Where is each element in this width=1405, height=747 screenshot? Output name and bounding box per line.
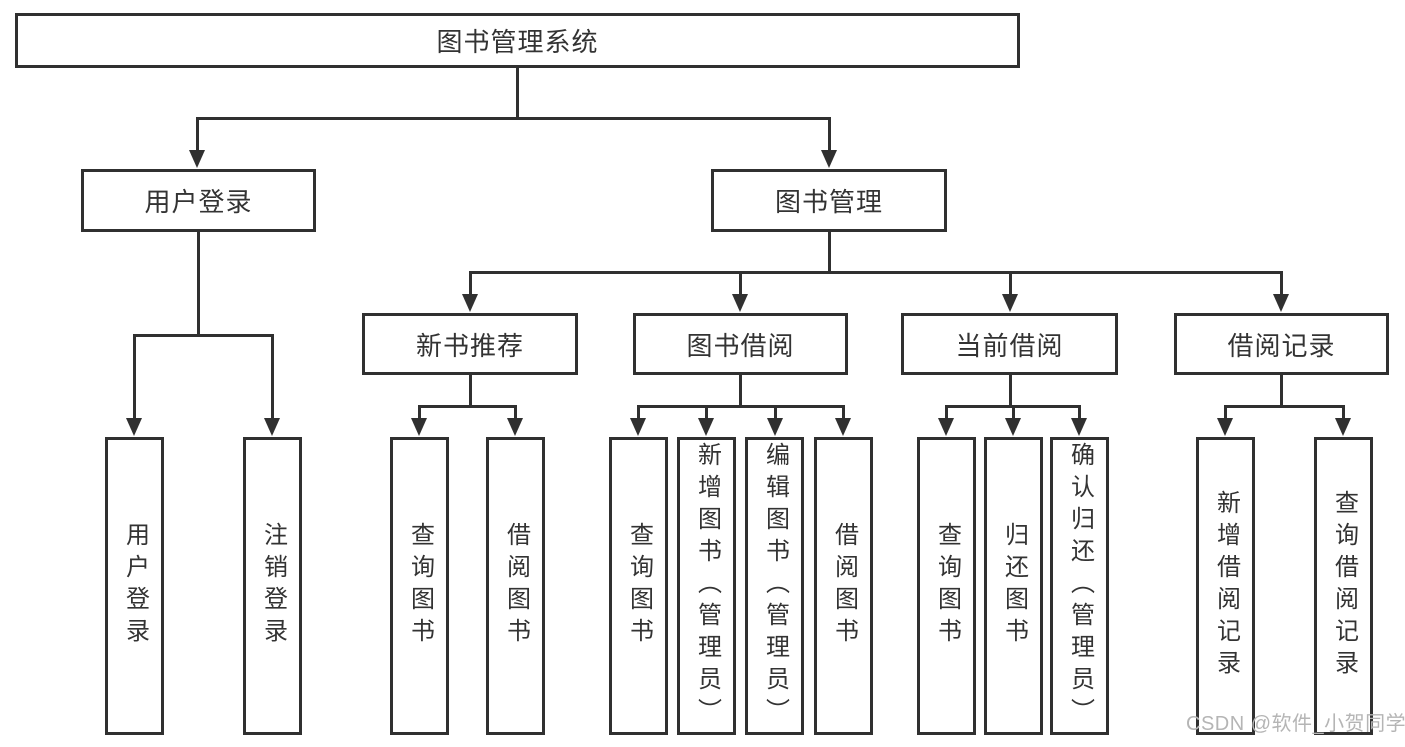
leaf-add-book-admin: 新增图书（管理员） xyxy=(677,437,736,735)
leaf-user-login: 用户登录 xyxy=(105,437,164,735)
connector-line-vertical xyxy=(1078,406,1081,424)
connector-line-vertical xyxy=(828,118,831,156)
connector-line-vertical xyxy=(705,406,708,424)
connector-line-vertical xyxy=(774,406,777,424)
node-user-login: 用户登录 xyxy=(81,169,316,232)
connector-line-vertical xyxy=(516,68,519,119)
leaf-query-books-3: 查询图书 xyxy=(917,437,976,735)
arrowhead-down-icon xyxy=(732,294,748,312)
leaf-add-borrow-record: 新增借阅记录 xyxy=(1196,437,1255,735)
connector-line-horizontal xyxy=(418,405,517,408)
arrowhead-down-icon xyxy=(698,418,714,436)
leaf-borrow-books-2-label: 借阅图书 xyxy=(830,522,858,650)
node-user-login-label: 用户登录 xyxy=(144,187,253,217)
connector-line-vertical xyxy=(197,232,200,337)
node-new-book-recommend: 新书推荐 xyxy=(362,313,578,375)
arrowhead-down-icon xyxy=(1005,418,1021,436)
leaf-add-borrow-record-label: 新增借阅记录 xyxy=(1212,490,1240,682)
arrowhead-down-icon xyxy=(767,418,783,436)
arrowhead-down-icon xyxy=(189,150,205,168)
connector-line-vertical xyxy=(1342,406,1345,424)
leaf-edit-book-admin: 编辑图书（管理员） xyxy=(745,437,804,735)
connector-line-vertical xyxy=(1009,272,1012,300)
leaf-logout-label: 注销登录 xyxy=(259,522,287,650)
leaf-edit-book-admin-label: 编辑图书（管理员） xyxy=(761,442,789,730)
node-current-borrow-label: 当前借阅 xyxy=(955,330,1064,361)
connector-line-vertical xyxy=(1280,375,1283,407)
node-borrow-record-label: 借阅记录 xyxy=(1227,330,1336,361)
node-book-management: 图书管理 xyxy=(711,169,947,232)
node-current-borrow: 当前借阅 xyxy=(901,313,1118,375)
leaf-return-books: 归还图书 xyxy=(984,437,1043,735)
node-book-borrow: 图书借阅 xyxy=(633,313,848,375)
leaf-confirm-return-admin-label: 确认归还（管理员） xyxy=(1066,442,1094,730)
leaf-return-books-label: 归还图书 xyxy=(1000,522,1028,650)
arrowhead-down-icon xyxy=(938,418,954,436)
leaf-query-books-2: 查询图书 xyxy=(609,437,668,735)
connector-line-horizontal xyxy=(196,117,831,120)
connector-line-vertical xyxy=(1224,406,1227,424)
arrowhead-down-icon xyxy=(462,294,478,312)
connector-line-horizontal xyxy=(133,334,274,337)
connector-line-vertical xyxy=(1009,375,1012,407)
connector-line-vertical xyxy=(271,335,274,424)
arrowhead-down-icon xyxy=(1071,418,1087,436)
node-root: 图书管理系统 xyxy=(15,13,1020,68)
leaf-borrow-books-2: 借阅图书 xyxy=(814,437,873,735)
leaf-user-login-label: 用户登录 xyxy=(121,522,149,650)
leaf-confirm-return-admin: 确认归还（管理员） xyxy=(1050,437,1109,735)
node-book-borrow-label: 图书借阅 xyxy=(686,330,795,361)
arrowhead-down-icon xyxy=(1002,294,1018,312)
connector-line-vertical xyxy=(1012,406,1015,424)
connector-line-horizontal xyxy=(469,271,1283,274)
connector-line-vertical xyxy=(637,406,640,424)
leaf-borrow-books-1-label: 借阅图书 xyxy=(502,522,530,650)
connector-line-vertical xyxy=(1280,272,1283,300)
connector-line-horizontal xyxy=(637,405,845,408)
arrowhead-down-icon xyxy=(1335,418,1351,436)
node-book-management-label: 图书管理 xyxy=(774,187,883,217)
leaf-borrow-books-1: 借阅图书 xyxy=(486,437,545,735)
leaf-logout: 注销登录 xyxy=(243,437,302,735)
arrowhead-down-icon xyxy=(264,418,280,436)
arrowhead-down-icon xyxy=(1217,418,1233,436)
watermark: CSDN @软件_小贺同学 xyxy=(1186,713,1405,735)
connector-line-vertical xyxy=(133,335,136,424)
connector-line-vertical xyxy=(739,272,742,300)
connector-line-vertical xyxy=(196,118,199,156)
arrowhead-down-icon xyxy=(411,418,427,436)
connector-line-vertical xyxy=(842,406,845,424)
arrowhead-down-icon xyxy=(835,418,851,436)
connector-line-vertical xyxy=(828,232,831,274)
leaf-query-books-3-label: 查询图书 xyxy=(933,522,961,650)
arrowhead-down-icon xyxy=(507,418,523,436)
connector-line-vertical xyxy=(739,375,742,407)
connector-line-vertical xyxy=(469,272,472,300)
leaf-add-book-admin-label: 新增图书（管理员） xyxy=(693,442,721,730)
leaf-query-books-2-label: 查询图书 xyxy=(625,522,653,650)
arrowhead-down-icon xyxy=(1273,294,1289,312)
arrowhead-down-icon xyxy=(821,150,837,168)
leaf-query-borrow-record-label: 查询借阅记录 xyxy=(1330,490,1358,682)
arrowhead-down-icon xyxy=(630,418,646,436)
node-root-label: 图书管理系统 xyxy=(436,27,599,57)
leaf-query-books-1-label: 查询图书 xyxy=(406,522,434,650)
node-new-book-recommend-label: 新书推荐 xyxy=(415,330,524,361)
node-borrow-record: 借阅记录 xyxy=(1174,313,1389,375)
connector-line-horizontal xyxy=(1224,405,1345,408)
connector-line-vertical xyxy=(945,406,948,424)
connector-line-vertical xyxy=(514,406,517,424)
leaf-query-books-1: 查询图书 xyxy=(390,437,449,735)
connector-line-vertical xyxy=(469,375,472,407)
leaf-query-borrow-record: 查询借阅记录 xyxy=(1314,437,1373,735)
connector-line-vertical xyxy=(418,406,421,424)
arrowhead-down-icon xyxy=(126,418,142,436)
